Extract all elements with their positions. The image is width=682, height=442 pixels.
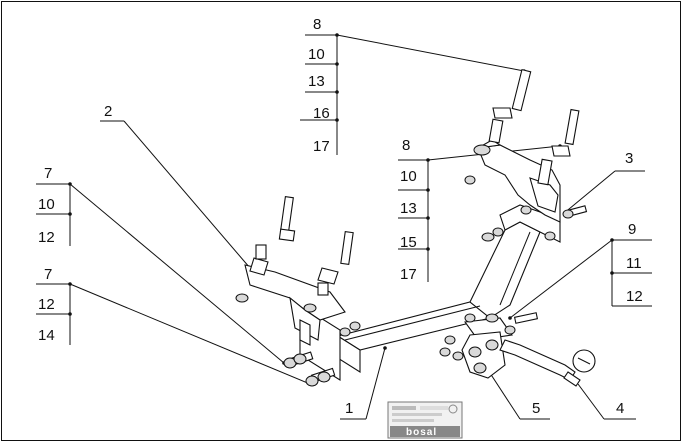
svg-text:2: 2	[104, 103, 112, 120]
left-nuts	[235, 293, 361, 337]
ball-mount-plate	[439, 312, 539, 379]
callout-label: 9	[628, 221, 636, 238]
callout-9-column: 9 11 12	[508, 221, 652, 320]
left-bracket	[244, 264, 346, 346]
callout-label: 12	[38, 229, 55, 246]
callout-label: 13	[400, 200, 417, 217]
callout-label: 16	[313, 105, 330, 122]
svg-text:3: 3	[625, 150, 633, 167]
callout-7a-column: 7 10 12	[36, 165, 286, 365]
part-label-2: 2	[100, 103, 251, 269]
right-nuts	[464, 175, 588, 242]
callout-label: 10	[400, 168, 417, 185]
left-bolt-a	[249, 195, 296, 276]
part-label-3: 3	[562, 150, 645, 215]
bolts-lower-left	[283, 351, 336, 387]
callout-label: 8	[313, 16, 321, 33]
callout-label: 15	[400, 234, 417, 251]
part-label-1: 1	[340, 346, 387, 420]
callout-7b-column: 7 12 14	[36, 266, 312, 386]
callout-label: 7	[44, 165, 52, 182]
callout-label: 10	[38, 196, 55, 213]
callout-label: 8	[402, 137, 410, 154]
part-label-5: 5	[486, 368, 550, 420]
bosal-plate: bosal	[387, 401, 463, 439]
svg-text:5: 5	[532, 400, 540, 417]
callout-label: 11	[626, 255, 642, 272]
callout-label: 17	[313, 138, 330, 155]
callout-label: 14	[38, 327, 55, 344]
svg-text:1: 1	[345, 400, 353, 417]
right-bolt-a	[473, 68, 532, 156]
callout-top-column: 8 10 13 16 17	[300, 16, 526, 155]
cross-beam	[299, 204, 561, 381]
callout-label: 12	[626, 288, 643, 305]
callout-label: 10	[308, 46, 325, 63]
bosal-logo: bosal	[406, 427, 437, 438]
callout-label: 13	[308, 73, 325, 90]
right-bolt-b	[537, 108, 580, 186]
callout-label: 17	[400, 266, 417, 283]
svg-text:4: 4	[616, 400, 624, 417]
callout-label: 7	[44, 266, 52, 283]
callout-label: 12	[38, 296, 55, 313]
ball-neck	[499, 339, 596, 387]
left-bolt-b	[317, 230, 354, 296]
part-label-4: 4	[577, 383, 636, 420]
